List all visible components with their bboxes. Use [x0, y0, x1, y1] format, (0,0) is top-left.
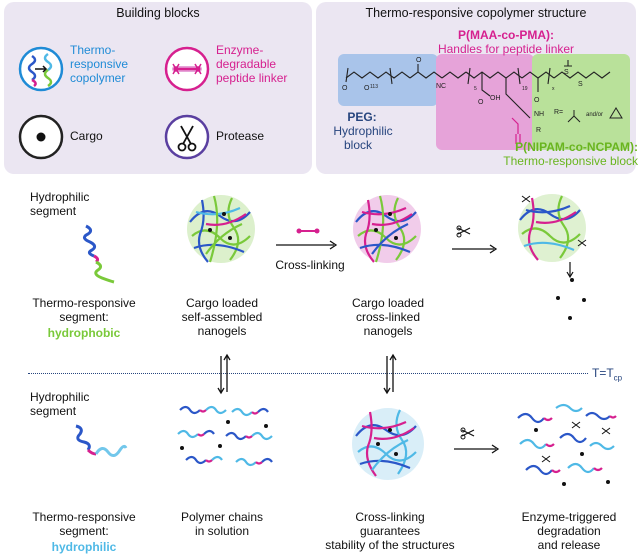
polymer-chains-label-2: in solution [194, 524, 250, 538]
scissors-small-icon [456, 225, 471, 238]
nipam-title: P(NIPAM-co-NCPAM): [515, 140, 638, 154]
svg-text:O: O [416, 57, 422, 64]
nh-label: NH [534, 111, 544, 118]
thermo-segment-top-2: segment: [59, 310, 109, 324]
self-assembled-label-2: self-assembled [181, 310, 263, 324]
hydrophilic-segment-top-1: Hydrophilic [30, 190, 90, 204]
hydrophilic-segment-bottom-1: Hydrophilic [30, 390, 90, 404]
hydrophilic-segment-bottom-2: segment [30, 404, 77, 418]
degradation-arrow-icon [452, 244, 498, 254]
hydrophilic-copolymer-chain [75, 424, 128, 457]
temperature-divider [28, 373, 588, 374]
equilibrium-arrows-left-icon [217, 353, 231, 395]
svg-text:S: S [578, 81, 583, 88]
hydrophobic-copolymer-chain [83, 224, 115, 284]
peg-title: PEG: [347, 110, 377, 124]
svg-text:O: O [342, 85, 348, 92]
oh-label: OH [490, 95, 501, 102]
cargo-icon [18, 114, 64, 160]
peg-sub-1: Hydrophilic [333, 124, 393, 138]
building-blocks-title: Building blocks [116, 6, 200, 20]
pma-subtitle: Handles for peptide linker [437, 42, 575, 56]
linker-label-3: peptide linker [216, 71, 288, 85]
degraded-fragments-icon [517, 403, 617, 486]
copolymer-label-2: responsive [70, 57, 129, 71]
scissors-small-bottom-icon [460, 427, 475, 440]
enzyme-triggered-label-2: degradation [537, 524, 601, 538]
self-assembled-label-1: Cargo loaded [185, 296, 259, 310]
polymer-chains-solution-icon [177, 405, 273, 467]
cross-linked-hydrophilic-nanogel-icon [352, 408, 424, 480]
scissors-icon [164, 114, 210, 160]
equilibrium-arrows-right-icon [383, 353, 397, 395]
enzyme-triggered-label-3: and release [537, 538, 601, 552]
nc-label: NC [436, 83, 446, 90]
peptide-linker-small-icon [296, 228, 320, 234]
r-label: R [536, 127, 541, 134]
stability-label-3: stability of the structures [325, 538, 455, 552]
enzyme-triggered-label-1: Enzyme-triggered [521, 510, 617, 524]
peg-band [338, 54, 438, 106]
self-assembled-nanogel-icon [187, 195, 255, 263]
copolymer-label-1: Thermo- [70, 43, 116, 57]
thermo-segment-top-1: Thermo-responsive [32, 296, 136, 310]
cargo-label: Cargo [70, 129, 103, 143]
n5: 5 [474, 86, 477, 92]
copolymer-label-3: copolymer [70, 71, 126, 85]
svg-text:O: O [364, 85, 370, 92]
nipam-subtitle: Thermo-responsive block [503, 154, 638, 168]
protease-label: Protease [216, 129, 265, 143]
linker-label-2: degradable [216, 57, 277, 71]
peg-sub-2: block [343, 138, 372, 152]
cross-linked-label-3: nanogels [363, 324, 413, 338]
nipam-band [532, 54, 630, 150]
stability-label-2: guarantees [359, 524, 421, 538]
self-assembled-label-3: nanogels [197, 324, 247, 338]
cross-linked-label-1: Cargo loaded [351, 296, 425, 310]
hydrophobic-label: hydrophobic [47, 326, 121, 340]
copolymer-icon [18, 46, 64, 92]
cross-linked-label-2: cross-linked [355, 310, 421, 324]
degrading-nanogel-icon [518, 194, 587, 320]
cross-linking-label: Cross-linking [275, 258, 345, 272]
r-equals: R= [554, 109, 563, 116]
thermo-segment-bottom-1: Thermo-responsive [32, 510, 136, 524]
polymer-chains-label-1: Polymer chains [180, 510, 264, 524]
svg-text:O: O [534, 97, 540, 104]
release-arrow-icon [454, 444, 500, 454]
linker-label-1: Enzyme- [216, 43, 264, 57]
svg-text:O: O [478, 99, 484, 106]
temperature-label: T=Tcp [592, 366, 623, 383]
peptide-linker-icon [164, 46, 210, 92]
thermo-segment-bottom-2: segment: [59, 524, 109, 538]
stability-label-1: Cross-linking [355, 510, 425, 524]
copolymer-structure-drawing: O O 113 O NC 5 O OH 19 x O NH R S S R= a… [342, 57, 623, 144]
hydrophilic-segment-top-2: segment [30, 204, 77, 218]
nx: x [552, 86, 555, 92]
structure-title: Thermo-responsive copolymer structure [365, 6, 587, 20]
n19: 19 [522, 86, 528, 92]
n113: 113 [370, 84, 378, 90]
and-or-label: and/or [586, 112, 603, 118]
svg-text:S: S [564, 69, 569, 76]
cross-linked-nanogel-icon [353, 195, 421, 263]
cross-linking-arrow-icon [276, 240, 338, 250]
pma-title: P(MAA-co-PMA): [458, 28, 554, 42]
building-blocks-panel: Building blocks Thermo- responsive copol… [4, 2, 312, 174]
hydrophilic-label: hydrophilic [51, 540, 117, 554]
